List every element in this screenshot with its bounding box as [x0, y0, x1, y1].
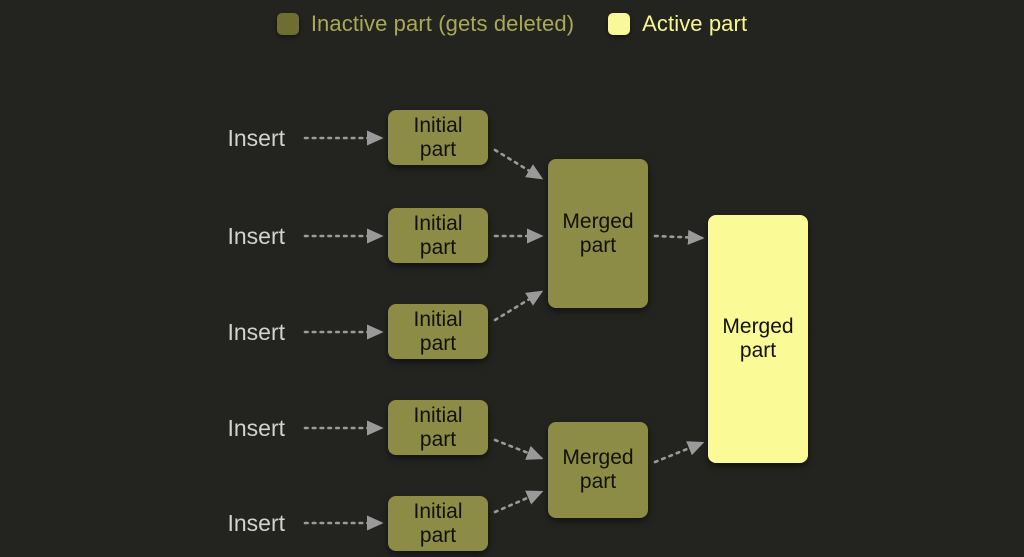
node-merged-part-1[interactable]: Merged part	[548, 159, 648, 308]
arrow-initial5-to-merged2	[493, 490, 544, 514]
node-merged-part-1-label: Merged part	[562, 209, 634, 257]
legend: Inactive part (gets deleted) Active part	[0, 0, 1024, 48]
node-initial-part-2-label: Initial part	[413, 211, 463, 259]
node-initial-part-5[interactable]: Initial part	[388, 496, 488, 551]
arrow-merged1-to-final	[653, 229, 705, 245]
node-initial-part-1[interactable]: Initial part	[388, 110, 488, 165]
node-merged-part-final-label: Merged part	[722, 315, 794, 362]
node-initial-part-2[interactable]: Initial part	[388, 208, 488, 263]
legend-label-active: Active part	[642, 11, 748, 36]
insert-label-1: Insert	[227, 125, 285, 151]
node-initial-part-4-label: Initial part	[413, 403, 463, 451]
node-merged-part-final[interactable]: Merged part	[708, 215, 808, 463]
node-initial-part-4[interactable]: Initial part	[388, 400, 488, 455]
arrow-initial4-to-merged2	[493, 438, 544, 460]
arrow-initial3-to-merged1	[493, 290, 544, 322]
node-initial-part-1-label: Initial part	[413, 113, 463, 161]
insert-label-2: Insert	[227, 223, 285, 249]
legend-label-inactive: Inactive part (gets deleted)	[310, 11, 575, 36]
insert-label-4: Insert	[227, 415, 285, 441]
node-merged-part-2-label: Merged part	[562, 446, 634, 493]
insert-label-5: Insert	[227, 510, 285, 536]
arrow-initial1-to-merged1	[493, 148, 544, 180]
insert-label-3: Insert	[227, 319, 285, 345]
node-merged-part-2[interactable]: Merged part	[548, 422, 648, 518]
active-swatch-icon	[608, 13, 631, 35]
legend-item-inactive: Inactive part (gets deleted)	[276, 11, 575, 37]
inactive-swatch-icon	[276, 13, 299, 35]
node-initial-part-5-label: Initial part	[413, 499, 463, 547]
node-initial-part-3-label: Initial part	[413, 307, 463, 355]
legend-item-active: Active part	[608, 11, 747, 37]
node-initial-part-3[interactable]: Initial part	[388, 304, 488, 359]
arrow-merged2-to-final	[653, 441, 705, 464]
